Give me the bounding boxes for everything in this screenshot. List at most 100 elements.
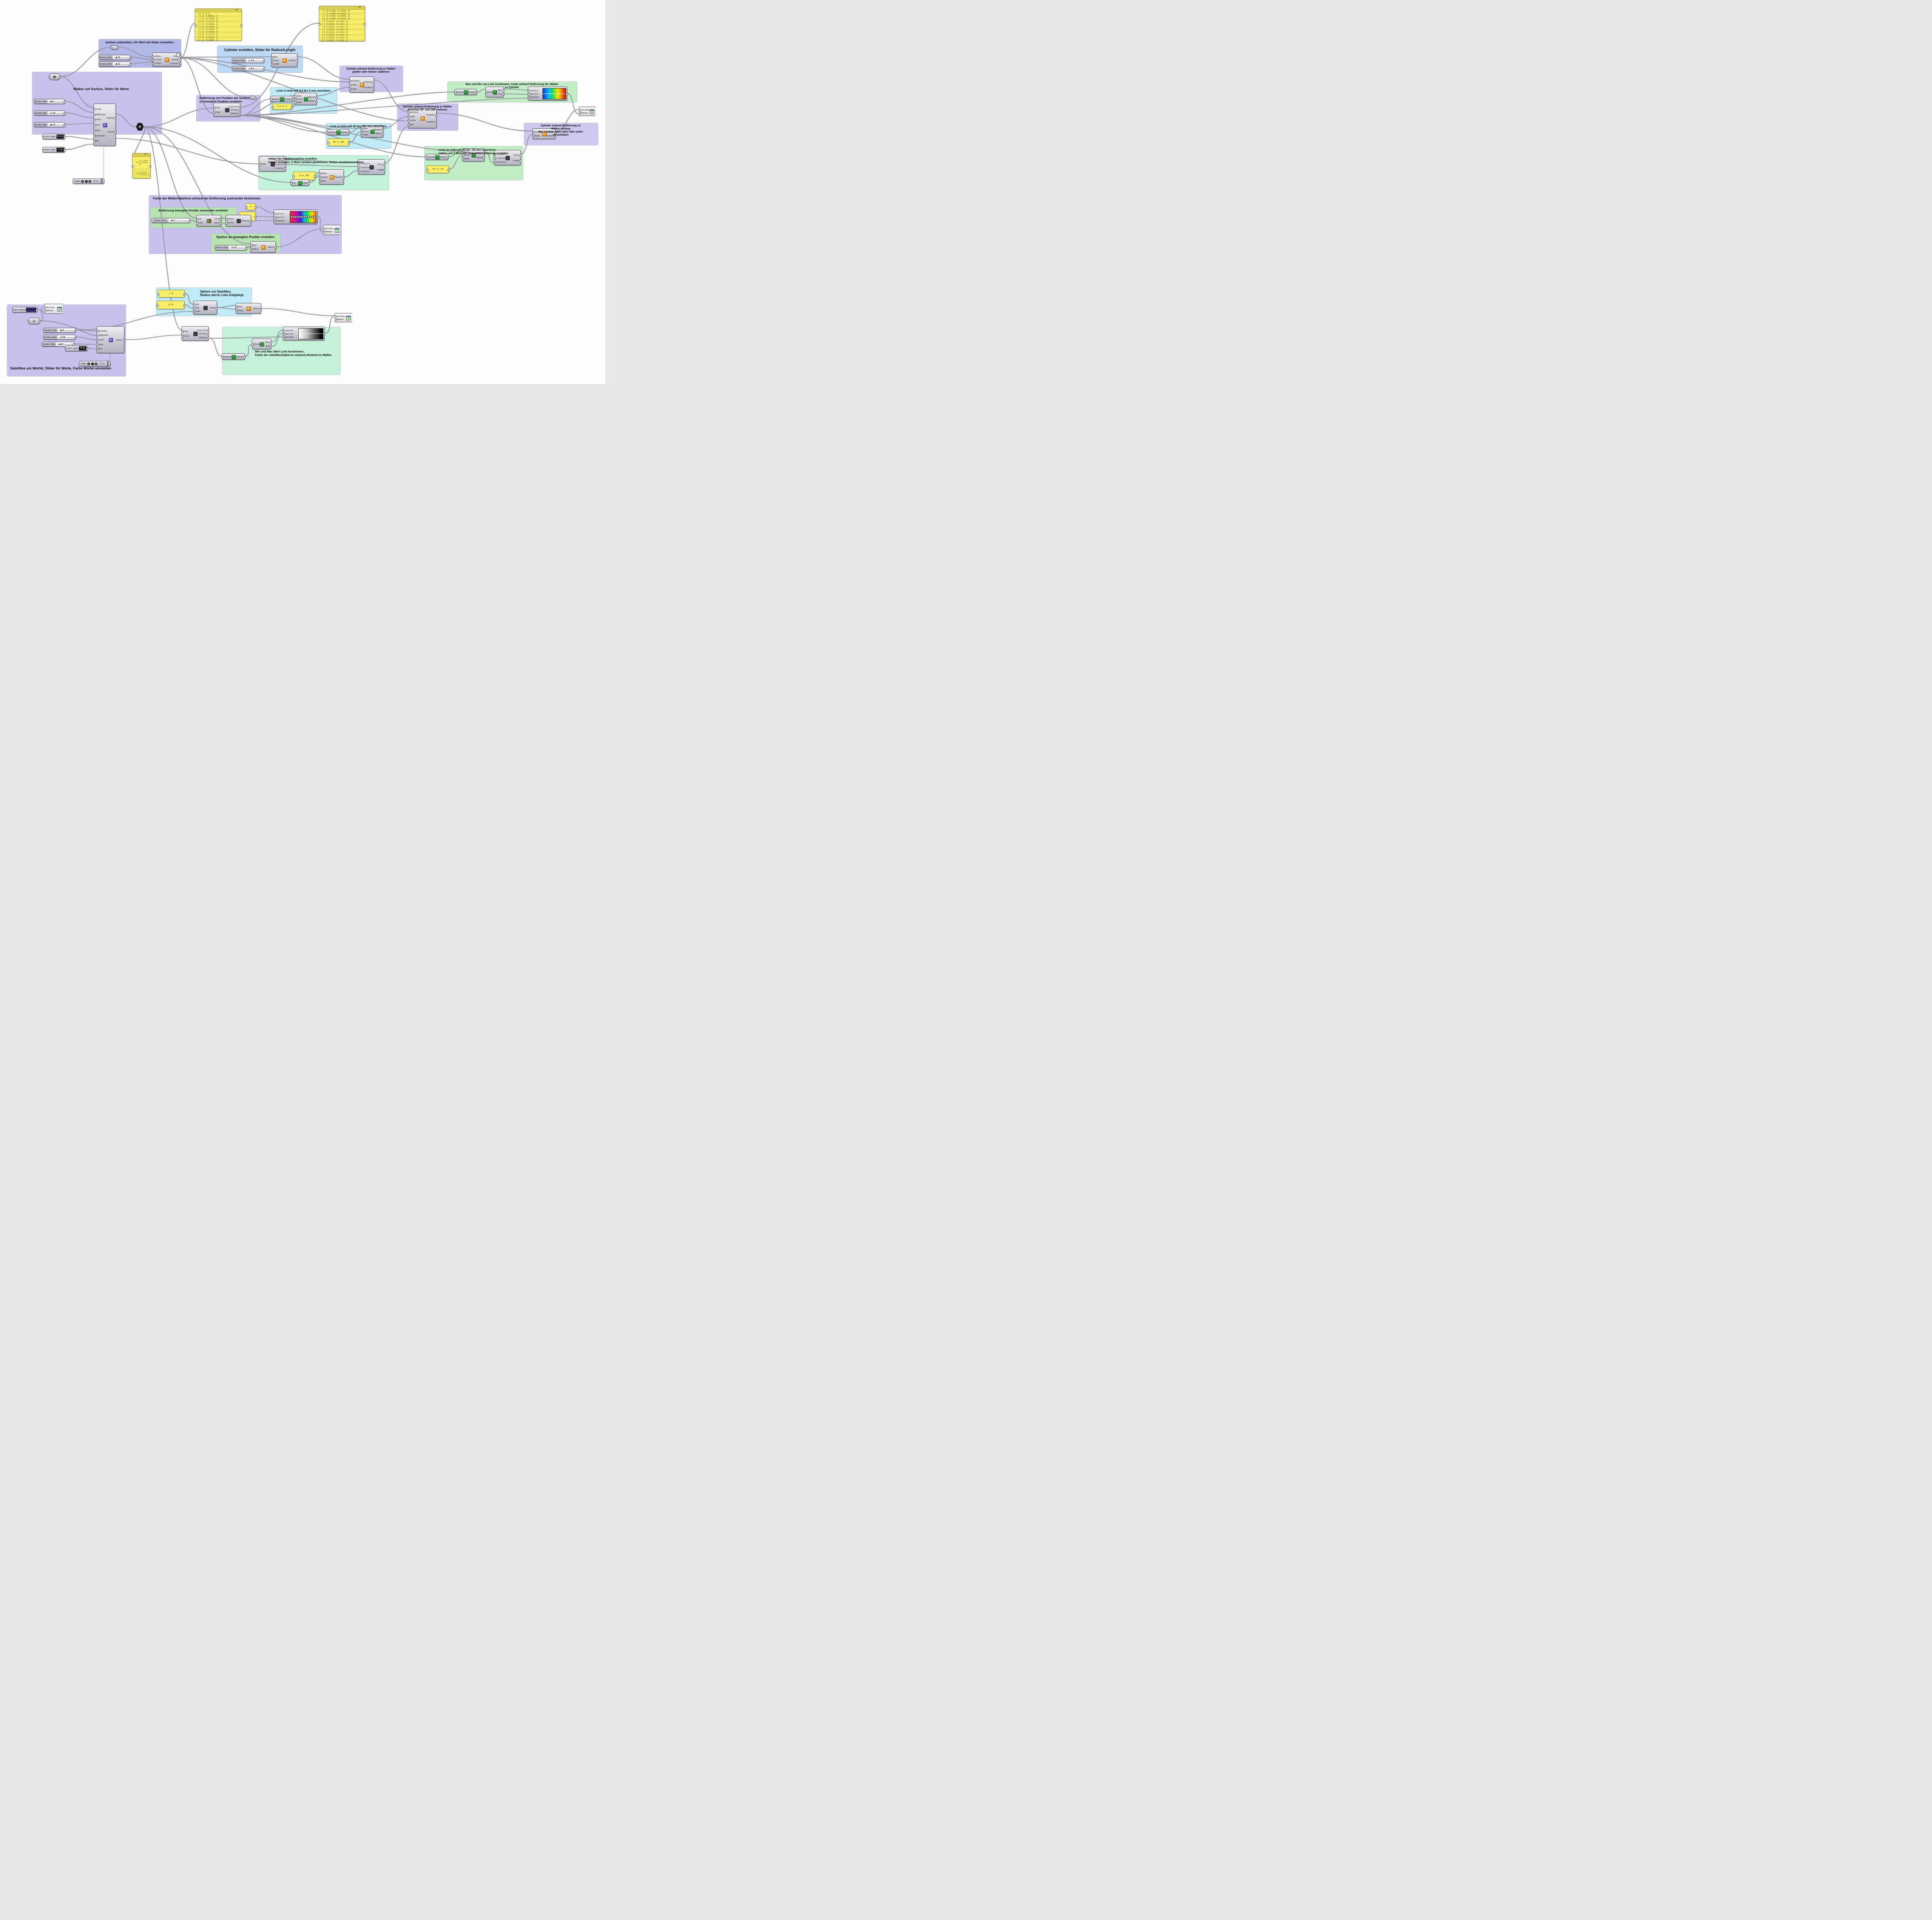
value-0-output-port[interactable] [254,206,257,209]
relay-surface[interactable] [110,45,119,49]
satellites-input-port[interactable] [96,348,99,351]
gradient-grip[interactable] [299,216,301,218]
scale-input-port[interactable] [349,88,351,90]
toggle-randomize-value[interactable]: False [56,134,64,139]
gradient-grip[interactable] [291,216,293,218]
rotate-axis-output-port[interactable] [435,114,437,117]
slider-satcount-track[interactable]: ◆4 [58,328,75,332]
series-input-port[interactable] [192,310,195,313]
deconstruct-domain-2-output-port[interactable] [269,345,272,348]
preview-cylinder-input-port[interactable] [579,109,581,112]
slider-seed-grip[interactable]: ◆ [50,123,52,126]
gradient-colorful-gradient-swatch[interactable] [290,211,316,223]
closest-point-1-output-port[interactable] [238,106,241,108]
gradient-rainbow-input-port[interactable] [527,93,530,95]
value-175-output-port[interactable] [183,293,185,296]
surface-points-list-output-port[interactable] [240,24,243,27]
cylinder-input-port[interactable] [270,60,273,62]
sphere-1-input-port[interactable] [250,248,252,251]
trigger-walker-button-1[interactable]: ◔ [85,180,88,183]
closest-points-list[interactable]: {0}0{53.513908, 63.649994, 0}1{53.513908… [318,6,366,42]
slider-sphere-radius-track[interactable]: ●2.5 [229,245,246,250]
deconstruct-vector-output-port[interactable] [284,167,287,170]
grasshopper-canvas[interactable]: Surface unterteilen, U/V Wert mit Slider… [0,0,606,385]
scale-output-port[interactable] [372,81,375,84]
rotate-axis-input-port[interactable] [407,124,410,126]
gradient-grip[interactable] [303,216,305,218]
preview-cube-input-port[interactable] [44,310,46,312]
construct-vector-2-input-port[interactable] [357,166,360,169]
sphere-1-output-port[interactable] [274,246,277,249]
series-output-port[interactable] [215,307,218,310]
remap-3-input-port[interactable] [461,158,464,160]
gradient-grip[interactable] [307,216,310,218]
split-list-input-port[interactable] [196,222,198,225]
slider-ucount-output-port[interactable] [129,57,131,59]
construct-vector-1-input-port[interactable] [493,161,496,163]
slider-factor-grip[interactable]: ● [50,112,52,114]
preview-spheres-input-port[interactable] [323,228,325,230]
construct-vector-2-output-port[interactable] [383,163,386,166]
gradient-grip[interactable] [313,216,316,218]
toggle-satrun-value[interactable]: True [78,346,87,351]
slider-radius[interactable]: Number Slider●1.0 [232,58,265,63]
slider-ucount-track[interactable]: ◆11 [113,55,130,60]
domain-30-minus30-input-port[interactable] [426,169,429,171]
gradient-bw-gradient-swatch[interactable] [298,328,323,339]
gradient-bw-input-port[interactable] [282,333,285,335]
series-input-port[interactable] [192,303,195,306]
distance-input-port[interactable] [225,222,228,225]
gradient-grip[interactable] [311,216,313,218]
walker-input-port[interactable] [93,114,95,116]
construct-vector-2-output-port[interactable] [383,169,386,172]
gradient-grip[interactable] [309,216,311,218]
closest-point-1-input-port[interactable] [213,107,215,109]
move-output-port[interactable] [554,131,556,134]
gradient-grip[interactable] [301,216,303,218]
walker-input-port[interactable] [93,119,95,121]
bounds-1-input-port[interactable] [270,98,272,101]
slider-satcount-grip[interactable]: ◆ [60,329,62,332]
closest-point-1-output-port[interactable] [238,109,241,112]
bounds-2-output-port[interactable] [475,91,478,94]
construct-vector-2-input-port[interactable] [357,170,360,173]
sphere-1-input-port[interactable] [250,244,252,247]
value-075-input-port[interactable] [156,304,159,307]
random-input-port[interactable] [318,180,321,183]
surface-param[interactable]: ▦ [48,73,61,80]
remap-2-input-port[interactable] [360,134,363,136]
gradient-rainbow-output-port[interactable] [565,93,568,95]
gradient-bw-output-port[interactable] [323,333,325,335]
slider-ucount[interactable]: Number Slider◆11 [99,55,131,60]
walker-points-list-output-port[interactable] [149,165,151,168]
move-output-port[interactable] [554,135,556,138]
rotate-axis-input-port[interactable] [407,111,410,114]
divide-surface-input-port[interactable] [151,55,154,58]
remap-2-output-port[interactable] [381,133,384,135]
slider-seed-output-port[interactable] [63,124,66,126]
rotate-axis-input-port[interactable] [407,119,410,122]
slider-satfactor-grip[interactable]: ● [60,336,62,339]
slider-satfactor[interactable]: Number Slider●5.5 [43,335,77,340]
slider-factor-output-port[interactable] [63,112,66,115]
walker-input-port[interactable] [93,135,95,137]
slider-satfactor-output-port[interactable] [74,337,77,339]
walker-points-list-input-port[interactable] [131,165,134,168]
closest-point-2-input-port[interactable] [181,330,184,333]
gradient-colorful-output-port[interactable] [316,216,318,219]
closest-point-2-output-port[interactable] [207,329,209,332]
value-075[interactable]: 0.75 [156,301,185,309]
toggle-randomize-output-port[interactable] [63,136,66,138]
walker-input-port[interactable] [93,108,95,111]
rotate-axis-input-port[interactable] [407,116,410,118]
domain-05-5[interactable]: 0.5 to 5 [271,104,293,110]
satellites-input-port[interactable] [96,334,99,337]
slider-index-grip[interactable]: ◆ [171,219,173,222]
